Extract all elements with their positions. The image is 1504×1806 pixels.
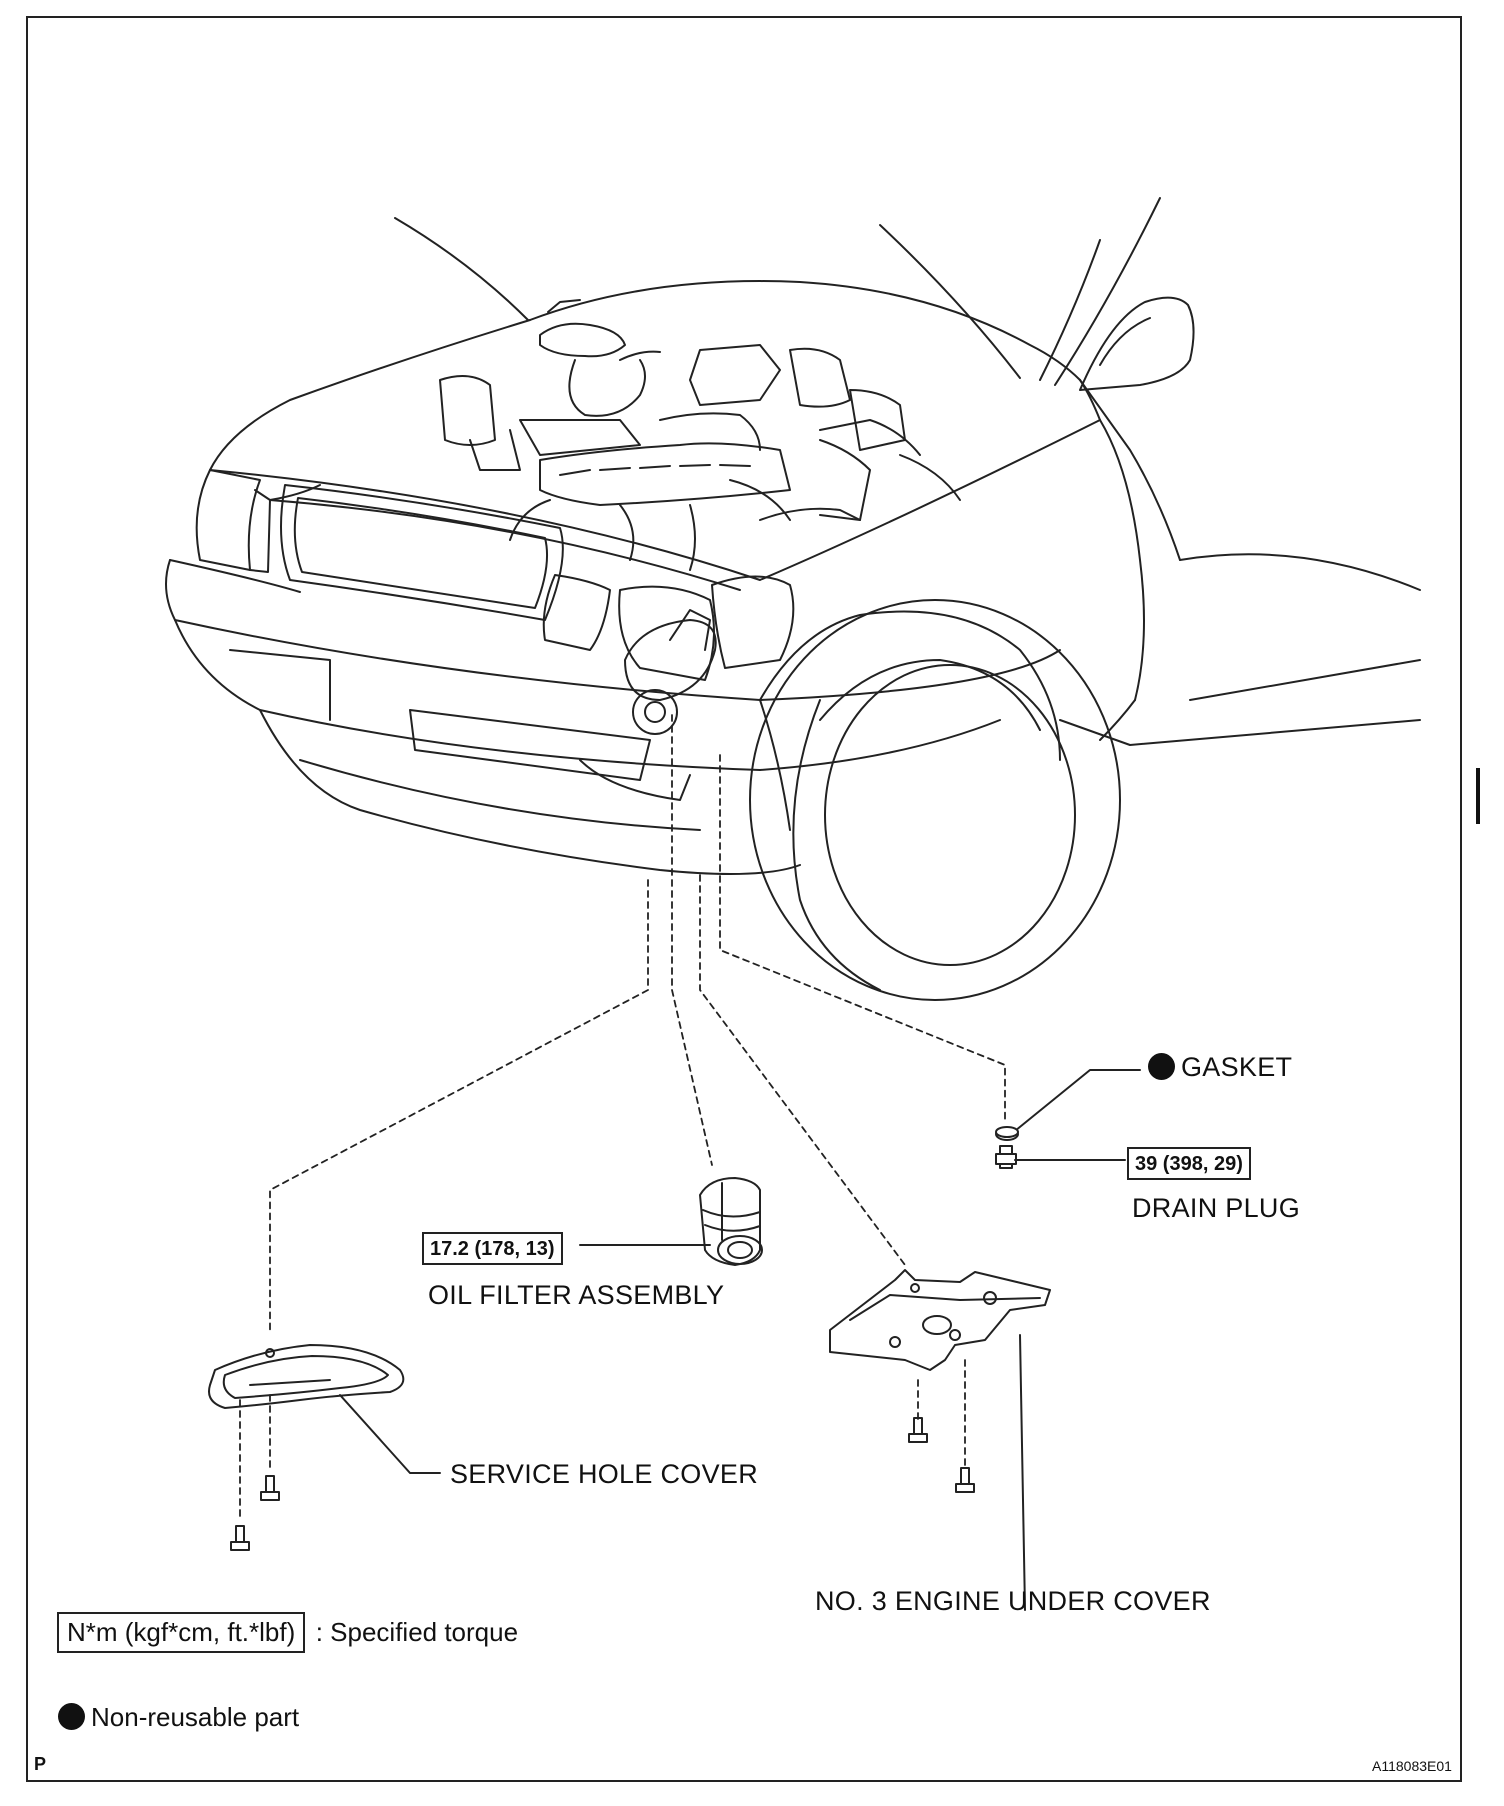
bolts [230, 1417, 975, 1551]
nonreusable-legend: Non-reusable part [58, 1702, 299, 1733]
dashed-leaders [239, 714, 1006, 1521]
torque-legend-desc: : Specified torque [315, 1617, 519, 1647]
gasket-part [995, 1126, 1019, 1141]
diagram-frame [26, 16, 1462, 1782]
gasket-label: GASKET [1148, 1053, 1292, 1081]
oil-filter-label: OIL FILTER ASSEMBLY [428, 1280, 725, 1310]
oil-filter-part [699, 1177, 763, 1266]
margin-mark [1476, 768, 1480, 824]
under-cover-label: NO. 3 ENGINE UNDER COVER [815, 1586, 1211, 1616]
torque-legend: N*m (kgf*cm, ft.*lbf) : Specified torque [57, 1612, 518, 1653]
torque-legend-box: N*m (kgf*cm, ft.*lbf) [57, 1612, 306, 1653]
service-hole-cover-label: SERVICE HOLE COVER [450, 1459, 758, 1489]
figure-id: A118083E01 [1372, 1758, 1452, 1774]
oil-filter-torque: 17.2 (178, 13) [422, 1232, 563, 1265]
service-hole-cover-part [208, 1344, 405, 1409]
under-cover-part [829, 1269, 1051, 1371]
drain-plug-label: DRAIN PLUG [1132, 1193, 1301, 1223]
non-reusable-dot-icon [1148, 1053, 1175, 1080]
drain-plug-torque: 39 (398, 29) [1127, 1147, 1251, 1180]
solid-leaders [339, 1069, 1141, 1611]
drain-plug-part [995, 1145, 1017, 1169]
nonreusable-legend-desc: Non-reusable part [91, 1702, 300, 1732]
vehicle-body [165, 197, 1421, 1001]
non-reusable-legend-icon [58, 1703, 85, 1730]
page-code: P [34, 1754, 47, 1774]
